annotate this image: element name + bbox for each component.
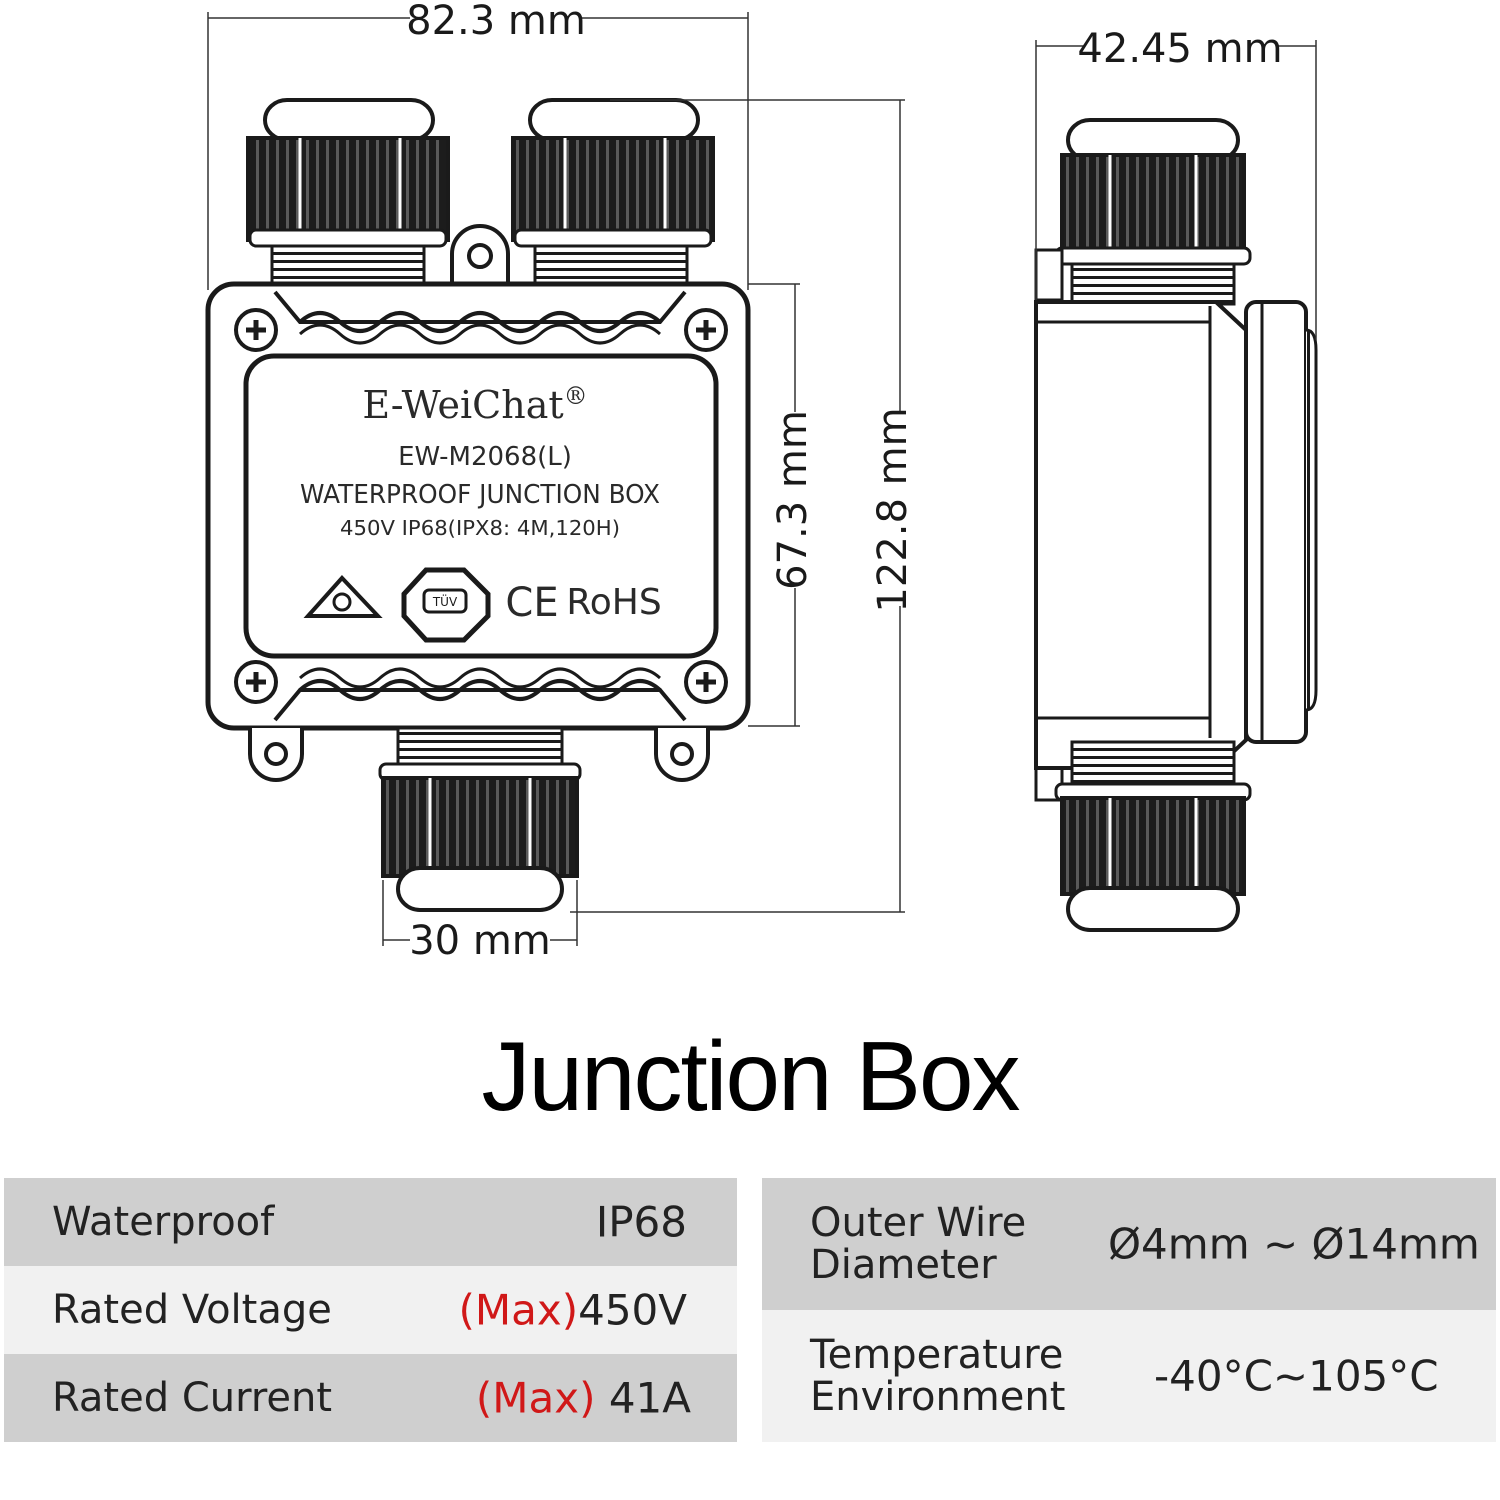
enclosure-side <box>1034 118 1318 932</box>
spec-row-rated-current: Rated Current (Max) 41A <box>4 1354 737 1442</box>
spec-row-rated-voltage: Rated Voltage (Max)450V <box>4 1266 737 1354</box>
dimension-total-height: 122.8 mm <box>570 99 916 913</box>
dimension-depth: 42.45 mm <box>1035 26 1317 340</box>
depth-label: 42.45 mm <box>1077 26 1282 72</box>
dimension-body-height: 67.3 mm <box>748 283 816 727</box>
spec-label: Rated Voltage <box>52 1287 332 1333</box>
dimension-width: 82.3 mm <box>207 0 749 290</box>
width-label: 82.3 mm <box>406 0 586 44</box>
spec-label-line: Diameter <box>810 1242 997 1288</box>
gland-width-label: 30 mm <box>409 918 551 964</box>
screw-top-right <box>684 308 728 352</box>
product-name: WATERPROOF JUNCTION BOX <box>300 480 660 510</box>
spec-value: (Max)450V <box>458 1286 687 1335</box>
body-height-label: 67.3 mm <box>770 410 816 590</box>
spec-value-text: 450V <box>578 1285 687 1335</box>
mounting-ear-bottom-right <box>654 728 710 782</box>
mounting-ear-bottom-left <box>248 728 304 782</box>
spec-value: IP68 <box>596 1198 687 1247</box>
spec-value: Ø4mm ~ Ø14mm <box>1108 1219 1480 1269</box>
total-height-label: 122.8 mm <box>870 407 916 612</box>
cable-gland-bottom <box>378 726 582 912</box>
spec-value: (Max) 41A <box>476 1374 691 1423</box>
spec-label-line: Environment <box>810 1374 1066 1420</box>
screw-top-left <box>234 308 278 352</box>
spec-note: (Max) <box>458 1285 579 1335</box>
spec-note: (Max) <box>475 1373 596 1423</box>
cable-gland-top-left <box>246 98 450 286</box>
spec-table-left: Waterproof IP68 Rated Voltage (Max)450V … <box>4 1178 737 1442</box>
rcm-mark-icon <box>303 575 383 618</box>
mounting-ear-top <box>450 224 510 284</box>
dimension-gland-width: 30 mm <box>382 880 578 964</box>
spec-label-line: Outer Wire <box>810 1200 1027 1246</box>
ratings-text: 450V IP68(IPX8: 4M,120H) <box>340 516 620 540</box>
spec-label-line: Temperature <box>810 1332 1064 1378</box>
screw-bottom-right <box>684 660 728 704</box>
ce-mark: CE <box>505 580 558 626</box>
brand-text: E-WeiChat <box>362 383 563 427</box>
spec-label: Waterproof <box>52 1199 275 1245</box>
spec-value-text: 41A <box>595 1373 691 1423</box>
registered-mark: ® <box>564 382 588 410</box>
cable-gland-top-right <box>511 98 715 286</box>
technical-drawing: E-WeiChat® EW-M2068(L) WATERPROOF JUNCTI… <box>205 0 1318 964</box>
spec-label: Rated Current <box>52 1375 333 1421</box>
spec-value-text: IP68 <box>595 1197 687 1247</box>
rohs-mark: RoHS <box>566 582 661 623</box>
brand-name: E-WeiChat® <box>362 382 587 427</box>
spec-row-waterproof: Waterproof IP68 <box>4 1178 737 1266</box>
screw-bottom-left <box>234 660 278 704</box>
page-title: Junction Box <box>481 1021 1020 1131</box>
model-number: EW-M2068(L) <box>398 442 572 472</box>
tuv-text: TÜV <box>432 593 458 609</box>
spec-value: -40°C~105°C <box>1154 1351 1439 1401</box>
tuv-mark-icon: TÜV <box>401 567 491 643</box>
